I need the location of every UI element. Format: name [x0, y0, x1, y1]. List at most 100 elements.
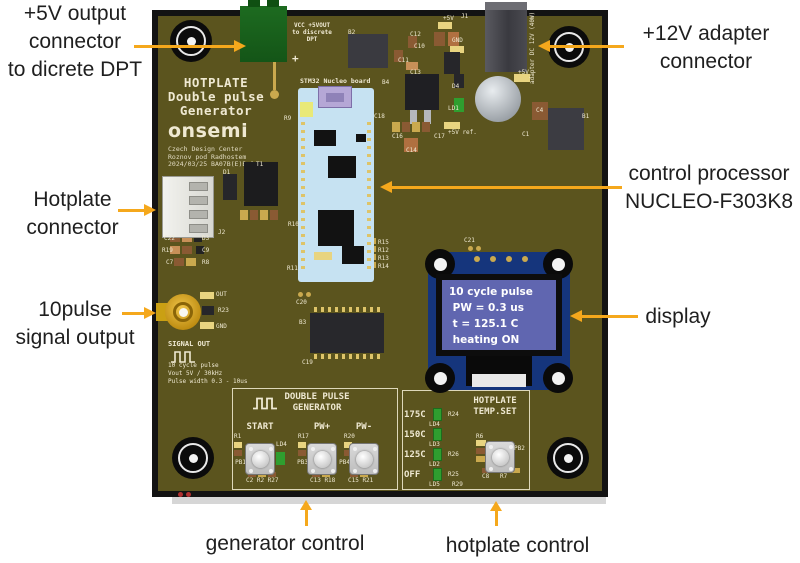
plus-polarity-mark: +	[292, 52, 299, 65]
plus12v-adapter-connector	[485, 2, 527, 72]
annotation-plus12v: +12V adapter connector	[620, 20, 792, 76]
component-label: LD5	[429, 481, 440, 488]
annotation-line: hotplate control	[445, 534, 590, 557]
passive-component	[178, 492, 183, 497]
vcc-line: to discrete	[292, 29, 332, 36]
component-label: R24	[448, 411, 459, 418]
passive-component	[244, 162, 278, 206]
passive-component	[424, 110, 431, 124]
passive-component	[298, 450, 306, 456]
button-label: PW-	[355, 422, 373, 432]
display-screw-hole	[434, 372, 447, 385]
passive-component	[438, 22, 452, 29]
annotation-hotplate-connector: Hotplate connector	[5, 186, 140, 242]
tact-switch-pw-	[349, 443, 379, 475]
component-label: C19	[302, 359, 313, 366]
passive-component	[298, 442, 306, 448]
passive-component	[476, 448, 486, 454]
passive-component	[234, 442, 242, 448]
component-label: OUT	[216, 291, 227, 298]
component-label: C11	[398, 57, 409, 64]
component-label: R14	[378, 263, 389, 270]
display-screen: 10 cycle pulse PW = 0.3 us t = 125.1 C h…	[442, 280, 556, 350]
vcc-silkscreen: VCC +5VOUT to discrete DPT	[288, 22, 336, 43]
component-label: C20	[296, 299, 307, 306]
component-label: GND	[452, 37, 463, 44]
mounting-hole	[172, 437, 214, 479]
nucleo-component	[300, 102, 313, 117]
vcc-line: VCC +5VOUT	[293, 22, 331, 29]
component-label: R8	[202, 259, 210, 266]
arrowhead	[234, 40, 246, 52]
component-label: R11	[287, 265, 298, 272]
display-notch-strip	[472, 374, 526, 387]
component-label: C13	[410, 69, 421, 76]
plus5v-output-connector	[240, 0, 287, 62]
annotation-line: +12V adapter	[642, 22, 770, 45]
display-text-line: 10 cycle pulse	[449, 286, 533, 298]
passive-component	[444, 52, 460, 74]
component-label: LD2	[429, 461, 440, 468]
component-label: C18	[374, 113, 385, 120]
component-label: B4	[382, 79, 390, 86]
annotation-line: Hotplate	[33, 188, 112, 211]
component-label: C16	[392, 133, 403, 140]
display-text-line: t = 125.1 C	[449, 318, 519, 330]
arrowhead	[144, 204, 156, 216]
board-title-line: HOTPLATE	[183, 75, 249, 90]
status-led	[433, 448, 442, 461]
passive-component	[186, 492, 191, 497]
component-label: C2 R2 R27	[246, 477, 279, 484]
annotation-line: connector	[28, 30, 122, 53]
annotation-display: display	[632, 303, 724, 331]
annotation-line: control processor	[628, 162, 790, 185]
hotplate-panel-title: HOTPLATE TEMP.SET	[464, 396, 526, 418]
component-label: C15 R21	[348, 477, 374, 484]
hotplate-connector-j2	[162, 176, 214, 238]
nucleo-ic	[314, 130, 336, 146]
panel-title-line: TEMP.SET	[473, 407, 517, 417]
component-label: R26	[448, 451, 459, 458]
component-label: B2	[348, 29, 356, 36]
passive-component	[450, 46, 464, 53]
connector-tab	[248, 0, 260, 7]
passive-component	[532, 102, 548, 120]
component-label: C10	[414, 43, 425, 50]
display-pin	[506, 256, 512, 262]
nucleo-silkscreen-label: STM32 Nucleo board	[300, 77, 371, 85]
arrowhead	[380, 181, 392, 193]
passive-component	[182, 246, 192, 254]
component-label: J1	[461, 13, 469, 20]
temp-option-label: 175C	[404, 410, 426, 420]
nucleo-pin-row	[301, 122, 305, 272]
component-label: R7	[500, 473, 508, 480]
passive-component	[234, 450, 242, 456]
component-label: D1	[223, 169, 231, 176]
component-label: +5V ref.	[448, 129, 477, 136]
board-side-edge	[172, 497, 606, 504]
component-label: LD1	[448, 105, 459, 112]
panel-title-line: GENERATOR	[292, 403, 342, 413]
panel-title-line: HOTPLATE	[473, 396, 517, 406]
component-label: C14	[406, 147, 417, 154]
passive-component	[240, 210, 248, 220]
signal-out-specs: 10 cycle pulse Vout 5V / 30kHz Pulse wid…	[168, 362, 247, 386]
component-label: B1	[582, 113, 590, 120]
temp-option-label: 125C	[404, 450, 426, 460]
tact-switch-start	[245, 443, 275, 475]
org-line: Roznov pod Radhostem	[168, 152, 247, 161]
spec-line: Pulse width 0.3 - 10us	[168, 378, 248, 385]
arrow-plus12v	[550, 45, 624, 48]
component-label: C22	[164, 235, 175, 242]
board-title-line: Double pulse	[167, 89, 265, 104]
passive-component	[476, 456, 486, 462]
spec-line: Vout 5V / 30kHz	[168, 370, 223, 377]
passive-component	[394, 50, 403, 62]
passive-component	[344, 450, 352, 456]
mounting-hole	[170, 20, 212, 62]
passive-component	[548, 108, 584, 150]
passive-component	[476, 440, 486, 446]
generator-panel-title: DOUBLE PULSE GENERATOR	[269, 392, 365, 414]
annotation-generator-control: generator control	[195, 530, 375, 558]
component-label: PB4	[339, 459, 350, 466]
